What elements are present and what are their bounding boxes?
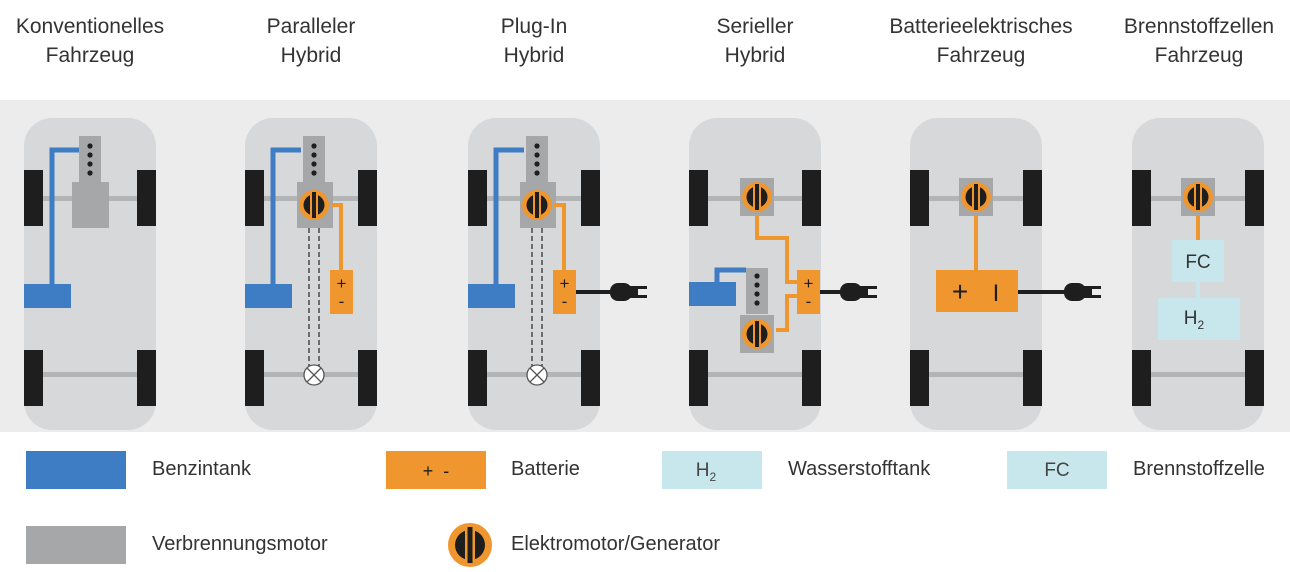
battery-minus: - [339,292,345,311]
legend-label-benzintank: Benzintank [152,458,251,480]
vehicle-title-line1: Paralleler [266,15,356,38]
battery [553,270,576,314]
vehicle-title-line2: Fahrzeug [45,44,135,67]
electric-motor [520,186,554,224]
legend-swatch-verbrennungsmotor [26,526,126,564]
vehicle-serial-hybrid: + - [689,118,877,430]
vehicle-title-line1: Brennstoffzellen [1123,15,1275,38]
vehicle-fcev: FC H2 [1132,118,1264,430]
legend-swatch-wasserstofftank [662,451,762,489]
vehicle-title-line2: Fahrzeug [1154,44,1244,67]
legend-swatch-benzintank [26,451,126,489]
electric-motor [1181,178,1215,216]
electric-motor [740,178,774,216]
wheel [24,350,43,406]
vehicle-title-line2: Hybrid [724,44,786,67]
legend-swatch-h2-text: H2 [696,460,717,484]
vehicle-title-bev: Batterieelektrisches Fahrzeug [871,12,1091,70]
legend-label-batterie: Batterie [511,458,580,480]
battery-plus: + [804,274,814,293]
vehicle-title-line2: Hybrid [503,44,565,67]
combustion-engine [746,268,768,314]
vehicle-title-parallel: Paralleler Hybrid [201,12,421,70]
legend-label-elektromotor: Elektromotor/Generator [511,533,720,555]
combustion-engine [72,136,109,228]
legend-label-verbrennungsmotor: Verbrennungsmotor [152,533,328,555]
combustion-engine [526,136,548,182]
vehicle-parallel-hybrid: + - [245,118,377,430]
battery-plus: + [337,274,347,293]
battery [330,270,353,314]
legend-swatch-batterie [386,451,486,489]
wheel [137,170,156,226]
petrol-tank [468,284,515,308]
legend-swatch-fc-text: FC [1044,460,1069,481]
fuel-cell [1172,240,1224,282]
hydrogen-tank [1158,298,1240,340]
vehicle-plugin-hybrid: + - [468,118,647,430]
fuel-cell-label: FC [1185,252,1210,273]
wheel [137,350,156,406]
hydrogen-label: H2 [1184,308,1205,332]
vehicle-title-line2: Hybrid [280,44,342,67]
legend-swatch-brennstoffzelle [1007,451,1107,489]
vehicle-title-plugin: Plug-In Hybrid [424,12,644,70]
vehicle-title-line1: Batterieelektrisches [889,15,1073,38]
vehicle-title-line2: Fahrzeug [936,44,1026,67]
legend-motor-icon [448,523,492,567]
petrol-tank [245,284,292,308]
vehicle-title-seriell: Serieller Hybrid [645,12,865,70]
vehicle-title-fcev: Brennstoffzellen Fahrzeug [1089,12,1290,70]
petrol-tank [689,282,736,306]
electric-motor [959,178,993,216]
background-band [0,100,1290,432]
vehicle-conventional [24,118,156,430]
battery-minus: I [993,280,1000,307]
vehicle-title-line1: Serieller [716,15,794,38]
battery-minus: - [806,292,812,311]
petrol-tank [24,284,71,308]
battery-minus: - [562,292,568,311]
vehicle-bev: + I [910,118,1101,430]
legend-label-brennstoffzelle: Brennstoffzelle [1133,458,1265,480]
vehicle-title-konventionell: Konventionelles Fahrzeug [0,12,200,70]
vehicle-title-line1: Plug-In [500,15,568,38]
electric-motor [297,186,331,224]
generator [740,315,774,353]
battery-plus: + [560,274,570,293]
battery [936,270,1018,312]
legend-swatch-batterie-text: + - [423,461,450,481]
combustion-engine [303,136,325,182]
legend-label-wasserstofftank: Wasserstofftank [788,458,931,480]
battery [797,270,820,314]
battery-plus: + [952,276,968,307]
vehicle-title-line1: Konventionelles [15,15,165,38]
wheel [24,170,43,226]
